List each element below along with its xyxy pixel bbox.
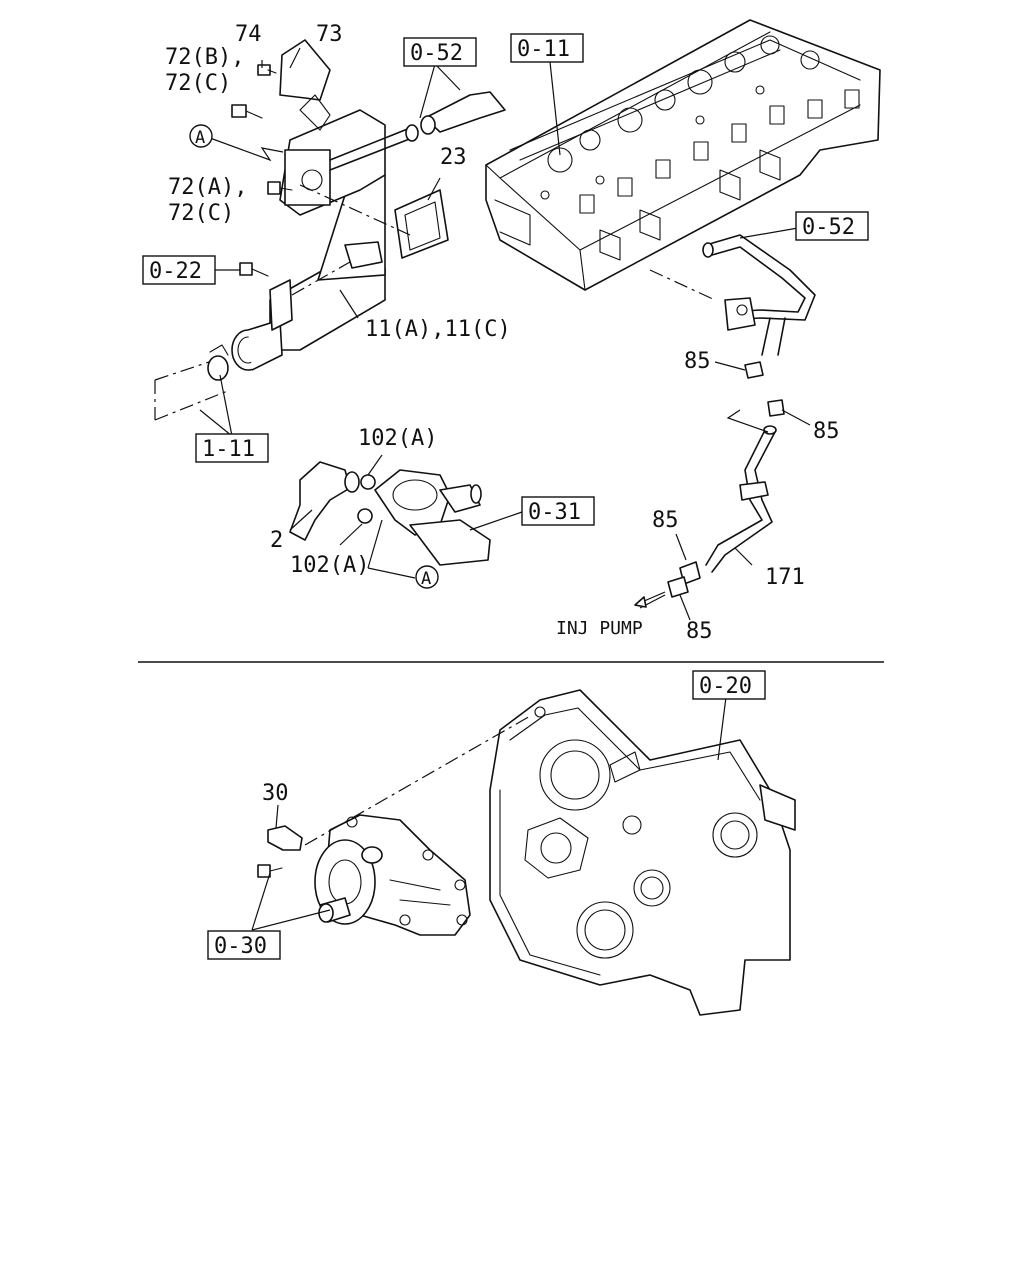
timing-gear-case: [489, 689, 796, 1016]
ref-72c-bottom: 72(C): [168, 201, 234, 226]
ref-23: 23: [440, 145, 467, 170]
svg-text:0-31: 0-31: [528, 500, 581, 525]
leader-lines-top: [199, 47, 811, 621]
ref-73: 73: [316, 22, 343, 47]
svg-text:0-30: 0-30: [214, 934, 267, 959]
box-0-20[interactable]: 0-20: [692, 670, 766, 700]
inj-pump-label: INJ PUMP: [556, 618, 643, 639]
bolt-74: [257, 64, 277, 76]
svg-text:0-11: 0-11: [517, 37, 570, 62]
labels: 74 73 72(B), 72(C) 72(A), 72(C) 23 11(A)…: [165, 22, 840, 806]
cylinder-head: [485, 19, 881, 291]
ref-74: 74: [235, 22, 262, 47]
box-0-11[interactable]: 0-11: [510, 33, 584, 63]
bolt-72-bottom: [267, 181, 293, 195]
ref-85-d: 85: [686, 619, 713, 644]
bolt-0-22: [239, 262, 269, 277]
ref-85-b: 85: [813, 419, 840, 444]
box-0-52-right[interactable]: 0-52: [795, 211, 869, 241]
ref-72c-top: 72(C): [165, 71, 231, 96]
ref-72b: 72(B),: [165, 45, 244, 70]
bolts-0-30: [257, 825, 303, 878]
svg-text:0-52: 0-52: [410, 41, 463, 66]
svg-text:0-52: 0-52: [802, 215, 855, 240]
water-inlet-housing: [289, 461, 491, 566]
arrow-to-inj-pump: [634, 591, 666, 608]
boxed-references: 0-52 0-11 0-52 0-22 1-11 0-31 0-20 0-30: [142, 33, 869, 960]
ref-a-bottom: A: [421, 569, 431, 589]
ref-171: 171: [765, 565, 805, 590]
leader-lines-bottom: [251, 696, 727, 931]
bolt-72-top: [231, 104, 263, 119]
clip-73: [279, 39, 331, 131]
ref-30: 30: [262, 781, 289, 806]
ref-85-c: 85: [652, 508, 679, 533]
ref-2: 2: [270, 528, 283, 553]
clips-85: [667, 361, 785, 598]
svg-text:0-20: 0-20: [699, 674, 752, 699]
hose-171: [705, 425, 777, 573]
ref-11: 11(A),11(C): [365, 317, 511, 342]
ref-85-a: 85: [684, 349, 711, 374]
svg-text:0-22: 0-22: [149, 259, 202, 284]
water-outlet-pipe: [154, 109, 386, 421]
box-0-31[interactable]: 0-31: [521, 496, 595, 526]
box-0-52-top[interactable]: 0-52: [403, 37, 477, 67]
box-0-30[interactable]: 0-30: [207, 930, 281, 960]
svg-text:1-11: 1-11: [202, 437, 255, 462]
water-pump: [314, 814, 471, 936]
gasket-23: [394, 189, 449, 259]
bypass-hose-top: [329, 91, 506, 171]
box-1-11[interactable]: 1-11: [195, 433, 269, 463]
ref-102a-bottom: 102(A): [290, 553, 369, 578]
ref-72a: 72(A),: [168, 175, 247, 200]
ref-102a-top: 102(A): [358, 426, 437, 451]
heater-pipe-0-52: [702, 234, 816, 356]
box-0-22[interactable]: 0-22: [142, 255, 216, 285]
ref-a-top: A: [195, 128, 205, 148]
